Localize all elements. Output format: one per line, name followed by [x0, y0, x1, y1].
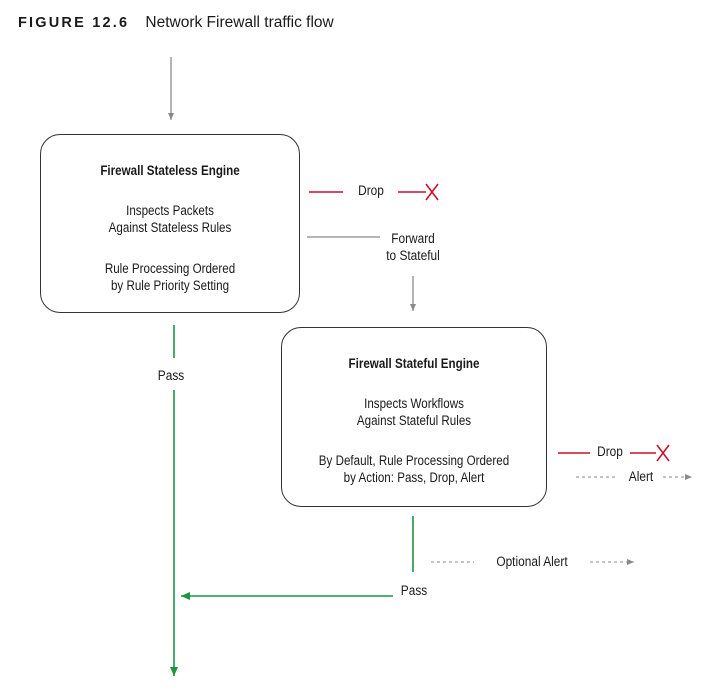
optional-alert-label: Optional Alert — [496, 554, 568, 569]
stateful-engine-line2: Against Stateful Rules — [356, 413, 472, 428]
stateful-engine-line1: Inspects Workflows — [364, 396, 464, 411]
forward-label-line2: to Stateful — [386, 248, 440, 263]
stateless-engine-line3: Rule Processing Ordered — [104, 261, 236, 276]
stateless-engine-box: Firewall Stateless Engine Inspects Packe… — [40, 134, 300, 313]
stateful-engine-title: Firewall Stateful Engine — [348, 356, 480, 371]
stateful-drop-label: Drop — [597, 444, 623, 459]
figure-label: FIGURE 12.6 — [18, 15, 130, 31]
figure-title: Network Firewall traffic flow — [145, 14, 334, 31]
stateless-engine-line2: Against Stateless Rules — [108, 220, 232, 235]
stateful-engine-line4: by Action: Pass, Drop, Alert — [343, 470, 485, 485]
stateless-drop-label: Drop — [358, 183, 384, 198]
stateless-engine-line4: by Rule Priority Setting — [110, 278, 230, 293]
stateless-engine-title: Firewall Stateless Engine — [100, 163, 240, 178]
stateful-alert-label: Alert — [628, 469, 654, 484]
stateless-drop-x-icon — [425, 183, 439, 201]
stateful-pass-label: Pass — [400, 583, 428, 598]
stateful-drop-x-icon — [656, 444, 670, 462]
figure-caption: FIGURE 12.6 Network Firewall traffic flo… — [18, 14, 334, 32]
stateful-engine-box: Firewall Stateful Engine Inspects Workfl… — [281, 327, 547, 507]
stateless-engine-line1: Inspects Packets — [126, 203, 214, 218]
stateful-engine-line3: By Default, Rule Processing Ordered — [318, 453, 510, 468]
forward-label-line1: Forward — [391, 231, 435, 246]
stateless-pass-label: Pass — [157, 368, 185, 383]
